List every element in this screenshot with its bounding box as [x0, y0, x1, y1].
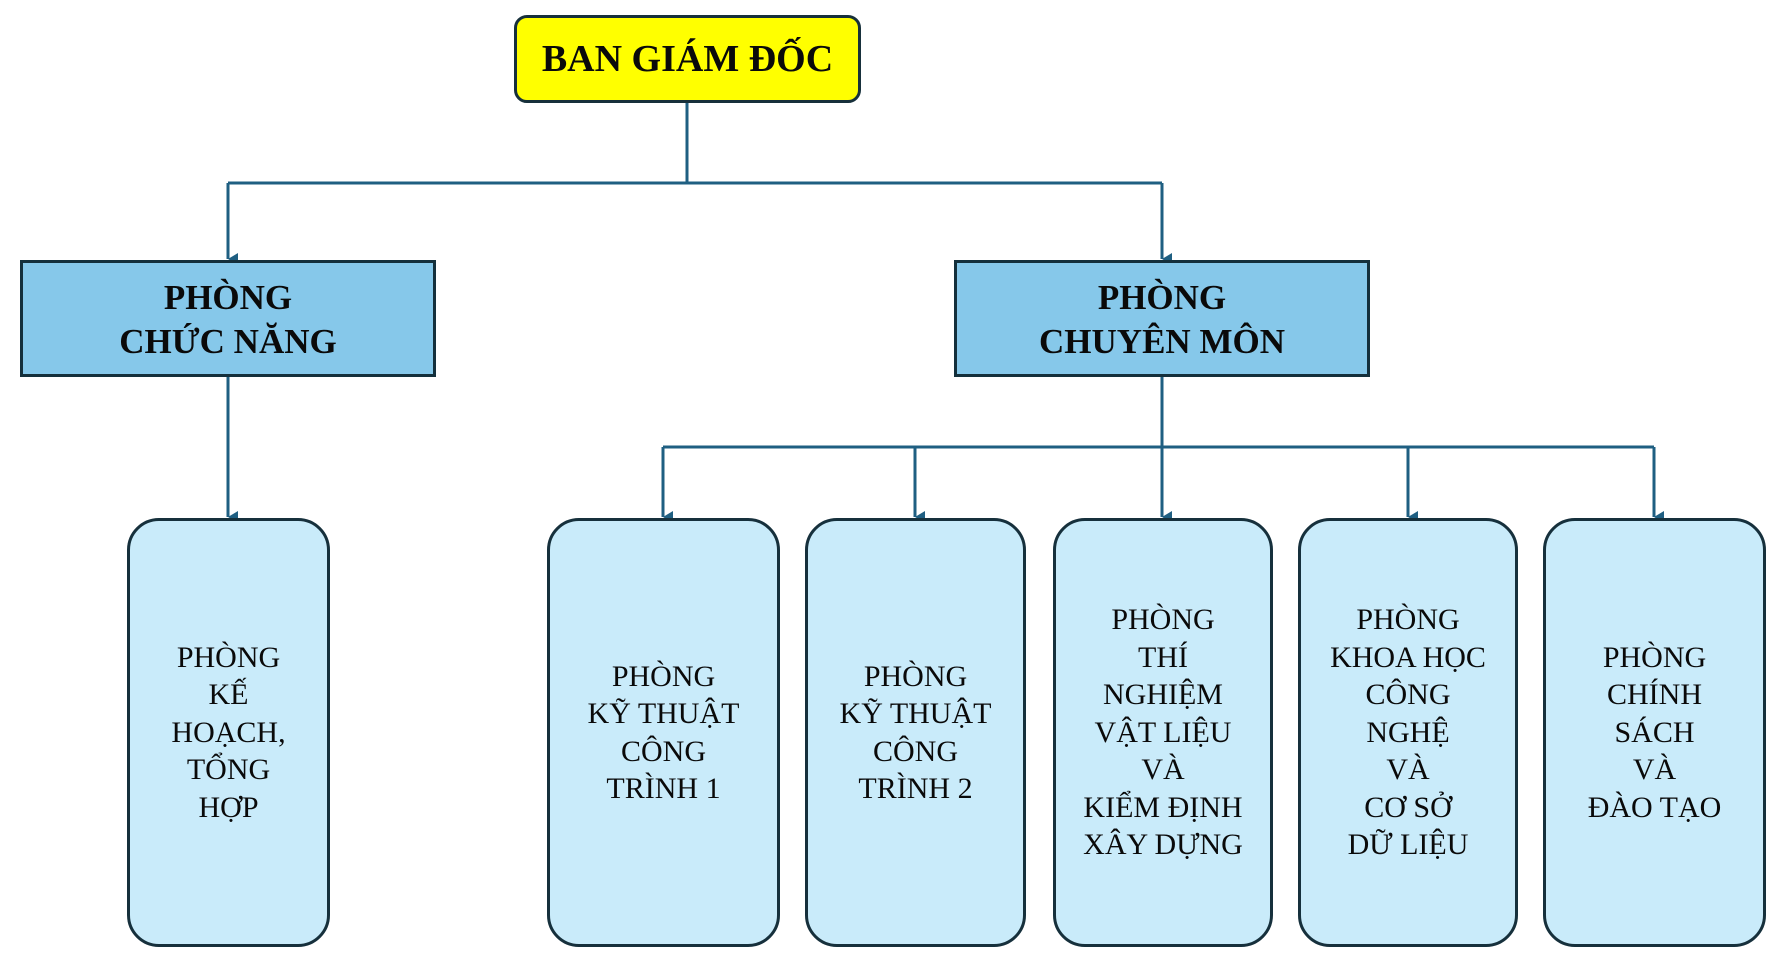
node-phong-ke-hoach-tong-hop: PHÒNG KẾ HOẠCH, TỔNG HỢP [127, 518, 330, 947]
node-label-line: PHÒNG [863, 659, 968, 693]
node-label-line: SÁCH [1614, 715, 1695, 749]
node-label-line: KIỂM ĐỊNH [1083, 790, 1243, 824]
node-label-line: PHÒNG [176, 640, 281, 674]
node-label-line: VÀ [1141, 753, 1185, 787]
node-label-line: NGHIỆM [1103, 678, 1223, 712]
node-label-line: VẬT LIỆU [1094, 715, 1232, 749]
node-label-line: XÂY DỰNG [1083, 828, 1243, 862]
node-label-line: CÔNG [620, 734, 706, 768]
node-label-line: KẾ [208, 678, 249, 712]
node-label-line: PHÒNG [1356, 603, 1460, 637]
node-phong-thi-nghiem: PHÒNG THÍ NGHIỆM VẬT LIỆU VÀ KIỂM ĐỊNH X… [1053, 518, 1273, 947]
node-label-line: VÀ [1632, 753, 1677, 787]
node-label-line: CHÍNH [1607, 678, 1702, 712]
node-phong-ky-thuat-cong-trinh-2: PHÒNG KỸ THUẬT CÔNG TRÌNH 2 [805, 518, 1026, 947]
node-label-line: CƠ SỞ [1364, 790, 1452, 824]
node-label-line: DỮ LIỆU [1347, 828, 1469, 862]
node-label-line: CÔNG [872, 734, 958, 768]
node-phong-chuyen-mon: PHÒNG CHUYÊN MÔN [954, 260, 1370, 377]
node-label-line: PHÒNG [1111, 603, 1215, 637]
node-label-line: PHÒNG [163, 277, 293, 317]
node-phong-chuc-nang: PHÒNG CHỨC NĂNG [20, 260, 436, 377]
node-label-line: TRÌNH 1 [606, 772, 721, 805]
node-label-line: VÀ [1386, 753, 1430, 787]
node-phong-khoa-hoc-cong-nghe: PHÒNG KHOA HỌC CÔNG NGHỆ VÀ CƠ SỞ DỮ LIỆ… [1298, 518, 1518, 947]
node-ban-giam-doc: BAN GIÁM ĐỐC [514, 15, 861, 103]
node-label-line: THÍ [1138, 640, 1188, 674]
node-label-line: KỸ THUẬT [587, 697, 740, 730]
node-label-line: TỔNG [186, 753, 271, 787]
node-label-line: ĐÀO TẠO [1587, 790, 1722, 824]
node-label-line: CÔNG [1365, 678, 1451, 712]
node-phong-chinh-sach-dao-tao: PHÒNG CHÍNH SÁCH VÀ ĐÀO TẠO [1543, 518, 1766, 947]
node-label-line: KỸ THUẬT [839, 697, 992, 730]
node-label: BAN GIÁM ĐỐC [541, 38, 834, 80]
node-label-line: NGHỆ [1366, 715, 1450, 749]
node-label-line: HỢP [198, 790, 259, 824]
node-label-line: PHÒNG [1097, 277, 1227, 317]
node-label-line: HOẠCH, [171, 715, 286, 749]
node-label-line: CHỨC NĂNG [119, 321, 337, 361]
node-label-line: KHOA HỌC [1330, 640, 1486, 674]
node-phong-ky-thuat-cong-trinh-1: PHÒNG KỸ THUẬT CÔNG TRÌNH 1 [547, 518, 780, 947]
node-label-line: PHÒNG [611, 659, 716, 693]
node-label-line: PHÒNG [1602, 640, 1707, 674]
node-label-line: CHUYÊN MÔN [1039, 321, 1285, 361]
node-label-line: TRÌNH 2 [858, 772, 973, 805]
